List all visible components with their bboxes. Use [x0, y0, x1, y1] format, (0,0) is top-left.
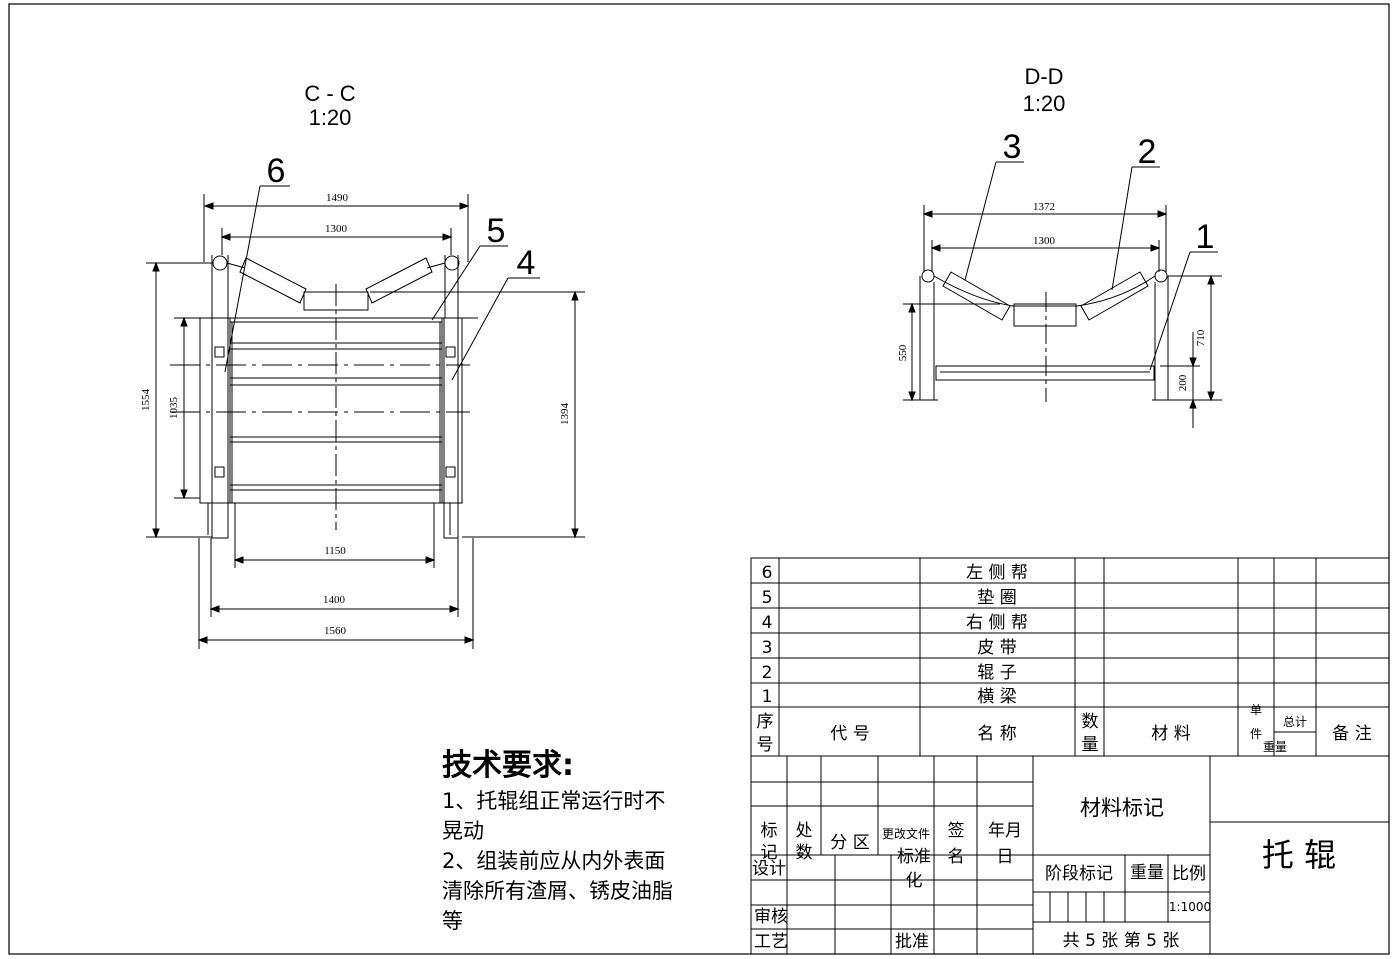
title-block [750, 755, 1390, 955]
tb-review: 审核 [754, 907, 788, 927]
bom-row-name: 皮 带 [977, 638, 1016, 658]
bom-header-code: 代 号 [830, 724, 869, 744]
dim-1490: 1490 [326, 192, 349, 204]
balloon-2: 2 [1138, 133, 1157, 171]
bom-header-unit: 件 [1250, 727, 1262, 741]
dim-710: 710 [1195, 329, 1207, 346]
bom-row-name: 垫 圈 [977, 588, 1016, 608]
bom-header-remark: 备 注 [1332, 724, 1371, 744]
dim-1372: 1372 [1033, 201, 1055, 213]
tb-material-mark: 材料标记 [1080, 796, 1164, 820]
bom-header-name: 名 称 [977, 724, 1016, 744]
view-dd: D-D 1:20 1372 1300 550 710 200 [897, 64, 1222, 428]
tb-sheets: 共 5 张 第 5 张 [1063, 931, 1180, 951]
dim-1300: 1300 [325, 223, 348, 235]
dim-200: 200 [1177, 374, 1189, 391]
tb-standard: 标准 [897, 847, 931, 867]
dim-1554: 1554 [140, 389, 152, 412]
tb-place: 数 [796, 843, 813, 863]
dim-1035: 1035 [168, 397, 180, 420]
requirement-line: 2、组装前应从内外表面 [442, 849, 666, 873]
bom-header-qty: 数 [1082, 712, 1099, 732]
bom-row-no: 2 [762, 663, 773, 683]
bom-row-no: 4 [762, 613, 773, 633]
bom-row-no: 3 [762, 638, 773, 658]
tb-date: 年月 [988, 821, 1022, 841]
requirement-line: 等 [442, 909, 463, 933]
tb-design: 设计 [752, 859, 786, 879]
technical-requirements: 技术要求: 1、托辊组正常运行时不 晃动 2、组装前应从内外表面 清除所有渣屑、… [442, 746, 742, 936]
balloon-1: 1 [1196, 218, 1215, 256]
bom-row-name: 横 梁 [977, 687, 1016, 707]
tb-sign: 名 [948, 847, 965, 867]
requirement-line: 清除所有渣屑、锈皮油脂 [442, 879, 673, 903]
bom-header-weight: 重量 [1263, 740, 1287, 754]
tb-process: 工艺 [754, 932, 788, 952]
bom-header-qty: 量 [1082, 735, 1099, 755]
balloon-3: 3 [1003, 128, 1022, 166]
tb-scale: 比例 [1172, 864, 1206, 884]
bom-row-no: 1 [762, 687, 773, 707]
view-cc: C - C 1:20 1490 1300 [140, 81, 585, 649]
bom-header-seq: 号 [757, 735, 774, 755]
tb-change-doc: 更改文件 [882, 826, 930, 841]
tb-zone: 分 区 [830, 833, 869, 853]
bom-row-no: 5 [762, 588, 773, 608]
balloon-4: 4 [517, 244, 536, 282]
tb-standard: 化 [906, 871, 923, 891]
dim-1300-dd: 1300 [1033, 235, 1056, 247]
view-cc-scale: 1:20 [309, 105, 352, 130]
bom-header-seq: 序 [757, 712, 774, 732]
requirements-title: 技术要求: [442, 748, 574, 783]
tb-mark: 标 [761, 821, 778, 841]
tb-weight: 重量 [1130, 863, 1164, 883]
sheet-border [8, 3, 1390, 955]
tb-scale-value: 1:1000 [1169, 900, 1211, 914]
bom-row-name: 右 侧 帮 [966, 613, 1028, 633]
bom-header-unit: 单 [1250, 703, 1262, 717]
dim-1560: 1560 [324, 625, 347, 637]
tb-place: 处 [796, 821, 813, 841]
requirement-line: 1、托辊组正常运行时不 [442, 789, 666, 813]
bom-header-total: 总计 [1283, 715, 1307, 729]
balloon-6: 6 [267, 152, 286, 190]
view-dd-title: D-D [1024, 64, 1063, 89]
bom-row-no: 6 [762, 563, 773, 583]
tb-approve: 批准 [895, 932, 929, 952]
dim-1400: 1400 [323, 594, 346, 606]
bom-row-name: 辊 子 [977, 663, 1016, 683]
balloon-5: 5 [487, 212, 506, 250]
tb-date: 日 [997, 847, 1014, 867]
dim-1394: 1394 [559, 403, 571, 426]
requirement-line: 晃动 [442, 819, 484, 843]
dim-550: 550 [897, 344, 909, 361]
view-cc-title: C - C [304, 81, 355, 106]
view-dd-scale: 1:20 [1023, 91, 1066, 116]
tb-mark: 记 [761, 843, 778, 863]
bom-header-material: 材 料 [1151, 724, 1190, 744]
tb-drawing-name: 托 辊 [1262, 836, 1336, 874]
bom-row-name: 左 侧 帮 [966, 563, 1028, 583]
tb-sign: 签 [948, 821, 965, 841]
dim-1150: 1150 [324, 545, 346, 557]
tb-stage-mark: 阶段标记 [1045, 864, 1113, 884]
